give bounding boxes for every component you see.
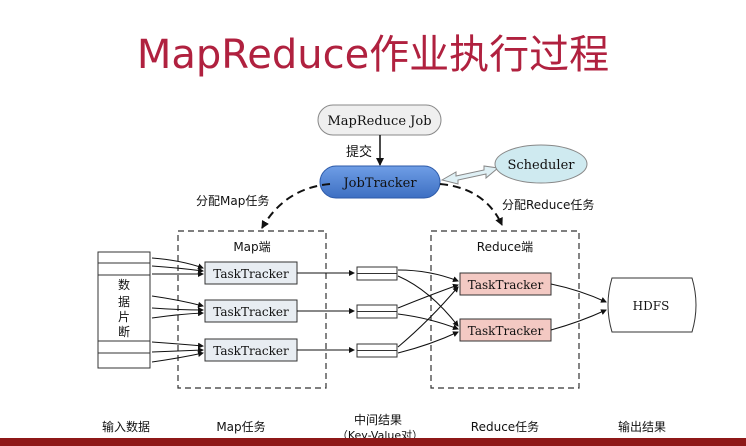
submit-label: 提交 bbox=[346, 144, 372, 160]
scheduler-label: Scheduler bbox=[507, 158, 575, 173]
hdfs-node bbox=[607, 277, 697, 333]
input-char: 断 bbox=[118, 324, 130, 339]
map-tasktracker-label: TaskTracker bbox=[213, 267, 289, 281]
map-side-label: Map端 bbox=[233, 240, 270, 254]
input-char: 数 bbox=[118, 277, 130, 292]
intermediate-results bbox=[356, 266, 398, 358]
bottom-label-input: 输入数据 bbox=[102, 419, 150, 434]
map-to-intermediate-arrows bbox=[297, 270, 355, 353]
reduce-tasktracker-label: TaskTracker bbox=[468, 324, 544, 338]
jobtracker-node bbox=[319, 165, 441, 199]
bottom-bar bbox=[0, 438, 746, 446]
shuffle-arrows bbox=[397, 269, 459, 354]
page-title: MapReduce作业执行过程 bbox=[136, 32, 610, 78]
input-char: 片 bbox=[118, 310, 130, 324]
hdfs-label: HDFS bbox=[633, 299, 670, 313]
map-tasktracker-label: TaskTracker bbox=[213, 305, 289, 319]
bottom-label-reduce: Reduce任务 bbox=[471, 419, 539, 434]
assign-reduce-arrow bbox=[439, 183, 503, 226]
input-char: 据 bbox=[118, 295, 130, 309]
reduce-side-label: Reduce端 bbox=[477, 240, 533, 254]
jobtracker-label: JobTracker bbox=[341, 176, 417, 191]
map-tasktracker-label: TaskTracker bbox=[213, 344, 289, 358]
input-data-stack bbox=[97, 251, 151, 369]
bottom-label-intermediate: 中间结果 bbox=[354, 412, 402, 427]
bottom-label-output: 输出结果 bbox=[618, 419, 666, 434]
scheduler-link-arrow bbox=[440, 165, 500, 185]
job-label: MapReduce Job bbox=[327, 114, 431, 129]
reduce-side-box bbox=[430, 230, 580, 389]
assign-map-arrow bbox=[261, 183, 331, 229]
input-to-map-arrows bbox=[151, 257, 204, 363]
assign-reduce-label: 分配Reduce任务 bbox=[502, 197, 594, 212]
scheduler-node bbox=[494, 144, 588, 184]
assign-map-label: 分配Map任务 bbox=[196, 193, 269, 208]
bottom-label-map: Map任务 bbox=[216, 419, 265, 434]
reduce-to-hdfs-arrows bbox=[550, 283, 607, 331]
reduce-tasktracker-label: TaskTracker bbox=[468, 278, 544, 292]
